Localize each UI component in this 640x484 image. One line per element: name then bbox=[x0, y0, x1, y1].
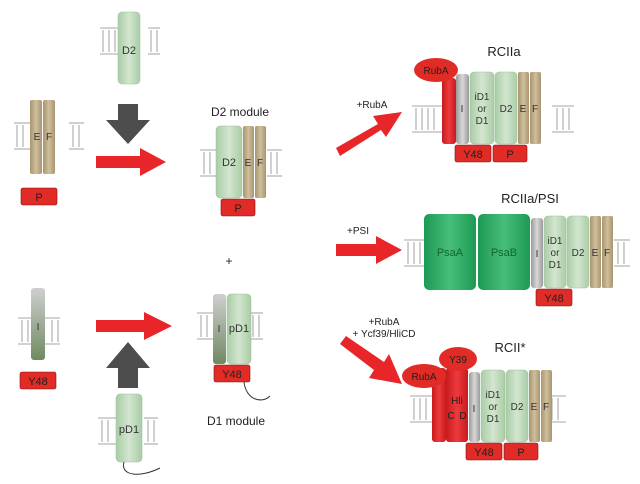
d1-module: I pD1 Y48 bbox=[213, 293, 271, 401]
plus-ruba-label: +RubA bbox=[357, 100, 388, 111]
svg-text:D2: D2 bbox=[222, 157, 236, 169]
plus-ruba-ycf-label-2: + Ycf39/HliCD bbox=[353, 329, 416, 340]
svg-text:F: F bbox=[543, 402, 549, 413]
svg-text:P: P bbox=[234, 203, 241, 215]
hli-c-label: C bbox=[447, 411, 454, 422]
gray-arrow-down bbox=[106, 104, 150, 144]
svg-text:D1: D1 bbox=[549, 260, 562, 271]
d2-module: D2 E F P bbox=[215, 125, 266, 217]
svg-text:Y48: Y48 bbox=[28, 376, 48, 388]
svg-text:I: I bbox=[461, 104, 464, 115]
svg-text:I: I bbox=[536, 249, 539, 260]
rciia-complex: RubA I iD1 or D1 D2 E F Y48 P bbox=[414, 58, 541, 163]
gray-arrow-up bbox=[106, 342, 150, 388]
plus-psi-label: +PSI bbox=[347, 226, 369, 237]
svg-text:iD1: iD1 bbox=[485, 390, 500, 401]
svg-text:E: E bbox=[245, 158, 252, 169]
svg-text:D2: D2 bbox=[511, 402, 524, 413]
svg-text:Y48: Y48 bbox=[463, 149, 483, 161]
e-label: E bbox=[34, 132, 41, 143]
ruba-label: RubA bbox=[423, 66, 448, 77]
d2-subunit-free: D2 bbox=[117, 11, 141, 85]
p-box-free: P bbox=[20, 187, 58, 206]
svg-text:Y48: Y48 bbox=[474, 447, 494, 459]
rciia-psi-title: RCIIa/PSI bbox=[501, 191, 559, 206]
d2-label: D2 bbox=[122, 45, 136, 57]
psaa-label: PsaA bbox=[437, 247, 464, 259]
svg-text:or: or bbox=[489, 402, 499, 413]
svg-text:F: F bbox=[257, 158, 263, 169]
svg-text:P: P bbox=[517, 447, 524, 459]
red-arrow-to-rciia-psi bbox=[336, 236, 402, 264]
svg-text:Y48: Y48 bbox=[222, 369, 242, 381]
plus-sign: + bbox=[225, 254, 232, 268]
rcii-star-title: RCII* bbox=[494, 340, 525, 355]
svg-text:E: E bbox=[520, 104, 527, 115]
svg-text:Y48: Y48 bbox=[544, 293, 564, 305]
svg-text:D1: D1 bbox=[487, 414, 500, 425]
svg-text:P: P bbox=[506, 149, 513, 161]
d1-module-label: D1 module bbox=[207, 414, 265, 428]
psab-label: PsaB bbox=[491, 247, 517, 259]
svg-text:F: F bbox=[532, 104, 538, 115]
red-arrow-to-d2-module bbox=[96, 148, 166, 176]
svg-text:I: I bbox=[37, 322, 40, 333]
d2-module-label: D2 module bbox=[211, 105, 269, 119]
red-arrow-to-d1-module bbox=[96, 312, 172, 340]
y39-label: Y39 bbox=[449, 355, 467, 366]
svg-text:pD1: pD1 bbox=[119, 424, 139, 436]
f-label: F bbox=[46, 132, 52, 143]
red-arrow-to-rcii-star bbox=[340, 336, 402, 384]
ef-subunit-free: E F bbox=[30, 100, 55, 174]
svg-text:E: E bbox=[592, 248, 599, 259]
i-subunit-free: I bbox=[31, 288, 45, 360]
pd1-subunit-free: pD1 bbox=[115, 393, 161, 475]
svg-text:F: F bbox=[604, 248, 610, 259]
svg-text:iD1: iD1 bbox=[547, 236, 562, 247]
y48-box-free: Y48 bbox=[19, 371, 57, 390]
plus-ruba-ycf-label-1: +RubA bbox=[369, 317, 400, 328]
svg-text:D2: D2 bbox=[572, 248, 585, 259]
svg-text:P: P bbox=[35, 192, 42, 204]
hli-label: Hli bbox=[451, 396, 463, 407]
svg-text:or: or bbox=[478, 104, 488, 115]
rciia-title: RCIIa bbox=[487, 44, 521, 59]
rciia-psi-complex: PsaA PsaB I iD1 or D1 D2 E F Y48 bbox=[424, 214, 613, 307]
hli-d-label: D bbox=[459, 411, 466, 422]
svg-text:D1: D1 bbox=[476, 116, 489, 127]
rcii-star-complex: RubA Y39 Hli C D I iD1 or D1 D2 E F Y48 … bbox=[402, 347, 552, 461]
svg-text:or: or bbox=[551, 248, 561, 259]
svg-text:iD1: iD1 bbox=[474, 92, 489, 103]
svg-text:RubA: RubA bbox=[411, 372, 436, 383]
svg-text:I: I bbox=[473, 404, 476, 415]
red-arrow-to-rciia bbox=[336, 112, 402, 156]
svg-text:D2: D2 bbox=[500, 104, 513, 115]
svg-text:pD1: pD1 bbox=[229, 323, 249, 335]
svg-text:E: E bbox=[531, 402, 538, 413]
svg-text:I: I bbox=[218, 324, 221, 335]
